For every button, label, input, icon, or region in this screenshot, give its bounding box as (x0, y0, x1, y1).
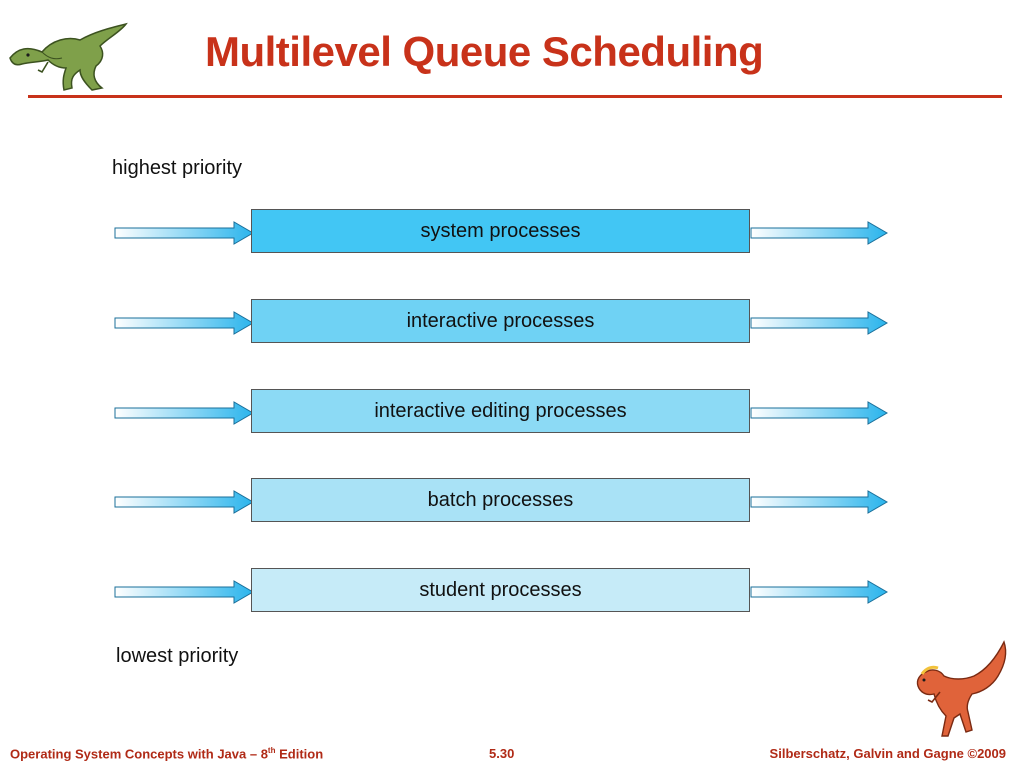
outgoing-arrow-icon (750, 221, 888, 245)
outgoing-arrow-icon (750, 401, 888, 425)
outgoing-arrow-icon (750, 490, 888, 514)
incoming-arrow-icon (114, 580, 254, 604)
queue-box: batch processes (251, 478, 750, 522)
incoming-arrow-icon (114, 401, 254, 425)
lowest-priority-label: lowest priority (116, 645, 239, 667)
red-dinosaur-icon (916, 640, 1007, 737)
queue-box: system processes (251, 209, 750, 253)
queue-row: batch processes (114, 478, 889, 526)
incoming-arrow-icon (114, 311, 254, 335)
title-divider (28, 95, 1002, 98)
queue-row: interactive editing processes (114, 389, 889, 437)
queue-row: student processes (114, 568, 889, 616)
footer-book-title: Operating System Concepts with Java – 8t… (10, 746, 324, 762)
slide-title: Multilevel Queue Scheduling (205, 28, 764, 75)
queue-box: interactive processes (251, 299, 750, 343)
queue-box: interactive editing processes (251, 389, 750, 433)
footer-page-number: 5.30 (489, 746, 515, 761)
incoming-arrow-icon (114, 221, 254, 245)
outgoing-arrow-icon (750, 311, 888, 335)
footer-copyright: Silberschatz, Galvin and Gagne ©2009 (769, 746, 1006, 761)
highest-priority-label: highest priority (112, 157, 243, 179)
green-dinosaur-icon (9, 22, 128, 91)
queue-row: interactive processes (114, 299, 889, 347)
queue-row: system processes (114, 209, 889, 257)
incoming-arrow-icon (114, 490, 254, 514)
outgoing-arrow-icon (750, 580, 888, 604)
queue-box: student processes (251, 568, 750, 612)
